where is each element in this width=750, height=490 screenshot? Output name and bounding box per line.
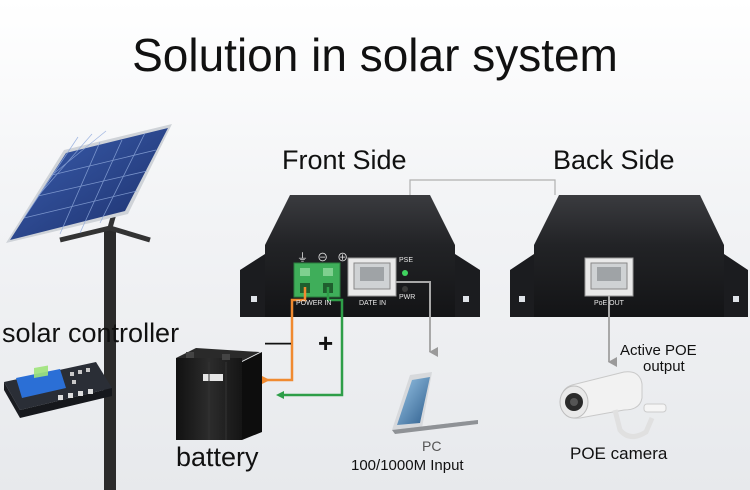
pc-input-label: 100/1000M Input [351,457,464,474]
negative-wire-arrow [262,376,270,384]
pwr-led-label: PWR [399,294,416,301]
plus-sign: + [318,328,334,358]
output-label: output [643,358,685,375]
solar-panel-image [6,124,172,490]
minus-sign: — [265,326,291,356]
page-title: Solution in solar system [132,29,618,81]
plus-terminal-symbol: ⊕ [337,252,352,264]
date-in-label: DATE IN [359,300,387,307]
battery-label: battery [176,442,259,472]
negative-wire [264,287,307,382]
active-poe-label: Active POE [620,342,697,359]
positive-wire-arrow [276,391,284,399]
positive-wire [282,287,344,397]
pc-data-cable [396,281,438,357]
poe-out-label: PoE OUT [594,300,624,307]
solar-controller-image [4,362,112,418]
side-connector-line [409,179,556,195]
poe-camera-label: POE camera [570,444,668,463]
solar-controller-label: solar controller [2,318,180,348]
pc-label: PC [422,438,442,454]
back-side-label: Back Side [553,145,675,175]
terminal-symbols: ⏚ ⊖ ⊕ [297,249,351,265]
battery-image [176,348,262,440]
poe-injector-back-image [510,195,748,317]
minus-terminal-symbol: ⊖ [317,252,332,264]
front-side-label: Front Side [282,145,407,175]
power-in-label: POWER IN [296,300,332,307]
pse-led-label: PSE [399,257,414,264]
poe-camera-image [559,371,667,439]
ground-symbol: ⏚ [297,252,311,264]
laptop-image [392,372,478,434]
poe-injector-front-image [240,195,480,317]
